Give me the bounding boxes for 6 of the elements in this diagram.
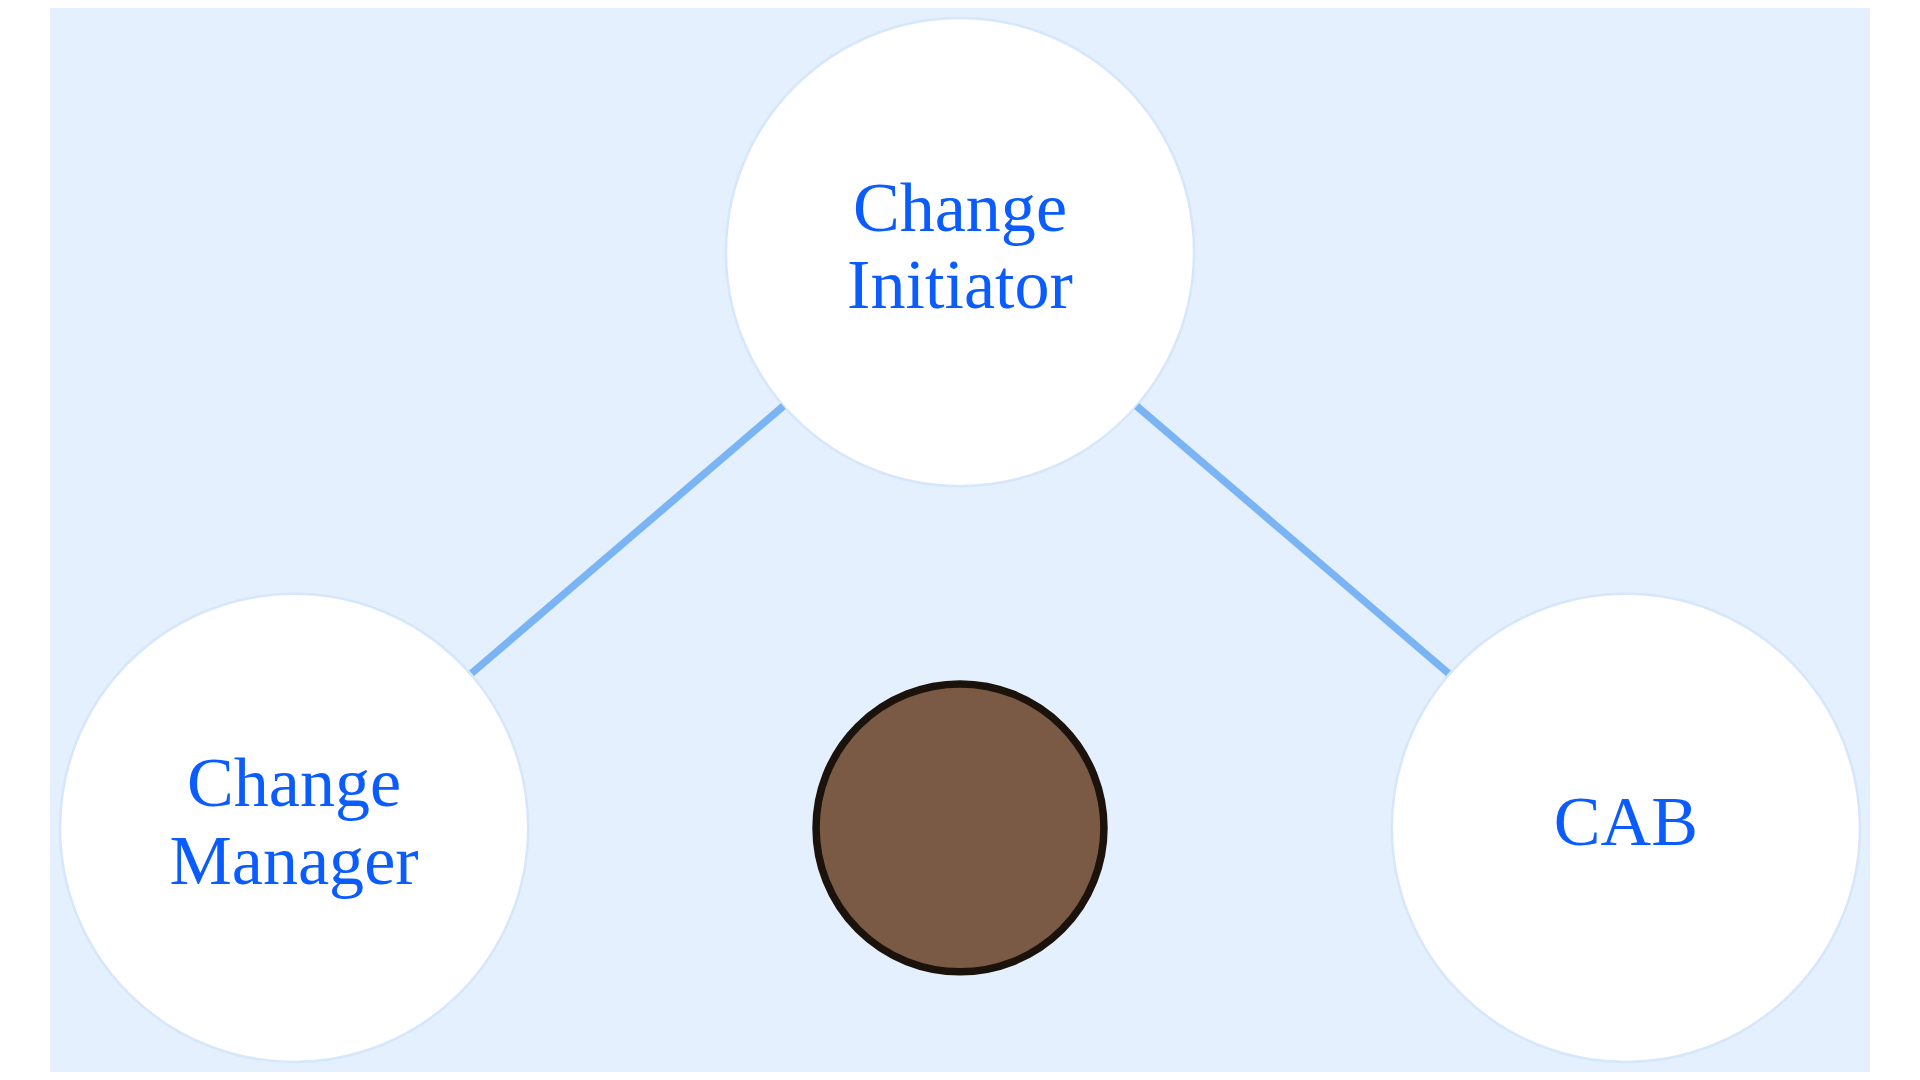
connector: [1134, 403, 1451, 677]
node-circle: Change Initiator: [724, 16, 1196, 488]
node-circle: Change Manager: [58, 592, 530, 1064]
node-circle: [812, 680, 1108, 976]
connector: [469, 403, 786, 677]
node-circle: CAB: [1390, 592, 1862, 1064]
